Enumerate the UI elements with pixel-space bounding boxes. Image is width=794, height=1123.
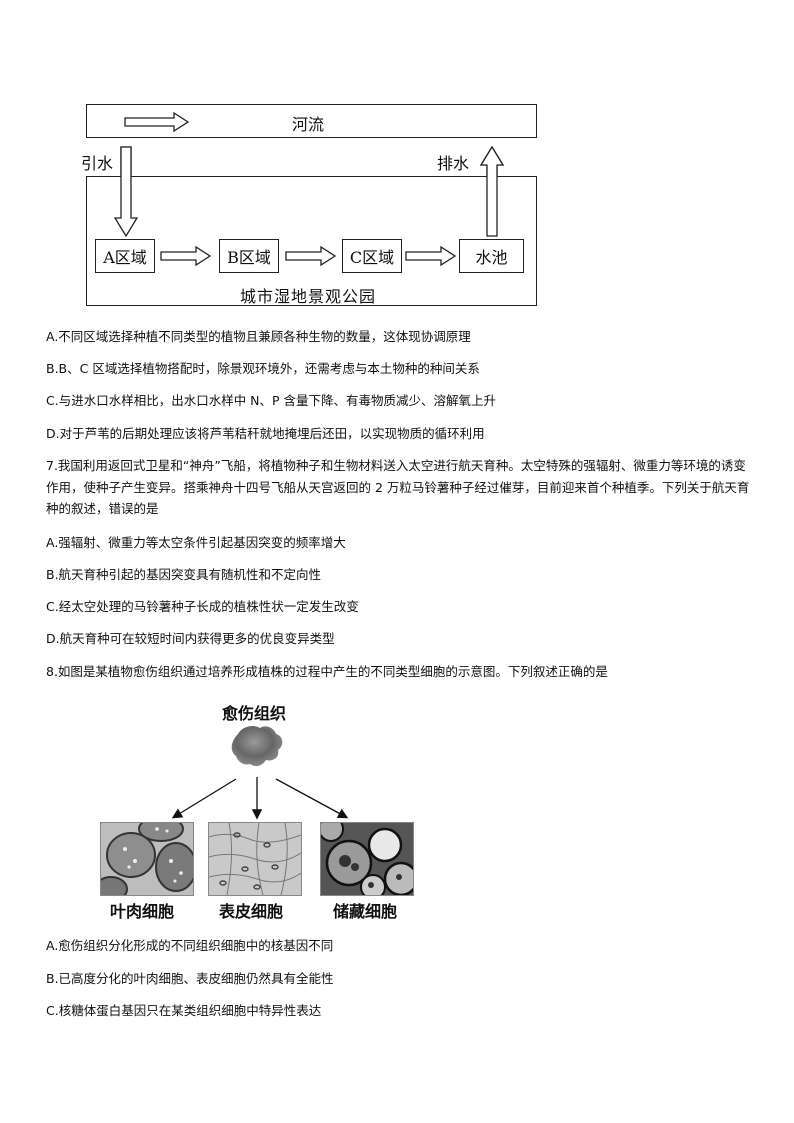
differentiation-arrows-icon xyxy=(171,777,349,820)
q6-option-a: A.不同区域选择种植不同类型的植物且兼顾各种生物的数量，这体现协调原理 xyxy=(46,329,471,344)
region-c-box: C区域 xyxy=(342,239,402,273)
flow-arrow-b-c-icon xyxy=(285,246,337,266)
q8-stem: 8.如图是某植物愈伤组织通过培养形成植株的过程中产生的不同类型细胞的示意图。下列… xyxy=(46,664,608,679)
flow-arrow-a-b-icon xyxy=(160,246,212,266)
river-label: 河流 xyxy=(292,115,325,134)
storage-cell-label: 储藏细胞 xyxy=(333,902,398,921)
q6-option-c: C.与进水口水样相比，出水口水样中 N、P 含量下降、有毒物质减少、溶解氧上升 xyxy=(46,393,497,408)
drain-arrow-overlay-icon xyxy=(480,145,504,237)
callus-tissue-image xyxy=(231,726,283,767)
q7-option-c: C.经太空处理的马铃薯种子长成的植株性状一定发生改变 xyxy=(46,599,359,614)
park-label: 城市湿地景观公园 xyxy=(240,287,377,306)
storage-cell-image xyxy=(320,822,414,896)
region-a-box: A区域 xyxy=(95,239,155,273)
q8-option-a: A.愈伤组织分化形成的不同组织细胞中的核基因不同 xyxy=(46,938,334,953)
drain-label: 排水 xyxy=(437,154,470,173)
q7-option-a: A.强辐射、微重力等太空条件引起基因突变的频率增大 xyxy=(46,535,346,550)
intake-label: 引水 xyxy=(81,154,114,173)
q7-option-b: B.航天育种引起的基因突变具有随机性和不定向性 xyxy=(46,567,322,582)
pond-box: 水池 xyxy=(459,239,524,273)
intake-arrow-overlay-icon xyxy=(114,146,138,238)
epidermal-cell-label: 表皮细胞 xyxy=(219,902,284,921)
mesophyll-cell-image xyxy=(100,822,194,896)
callus-label: 愈伤组织 xyxy=(222,704,287,723)
epidermal-cell-image xyxy=(208,822,302,896)
region-b-box: B区域 xyxy=(219,239,279,273)
q6-option-d: D.对于芦苇的后期处理应该将芦苇秸秆就地掩埋后还田，以实现物质的循环利用 xyxy=(46,426,485,441)
q7-stem: 7.我国利用返回式卫星和“神舟”飞船，将植物种子和生物材料送入太空进行航天育种。… xyxy=(46,458,750,516)
flow-arrow-c-pond-icon xyxy=(405,246,457,266)
river-flow-arrow-icon xyxy=(124,112,190,132)
q8-option-c: C.核糖体蛋白基因只在某类组织细胞中特异性表达 xyxy=(46,1003,322,1018)
q6-option-b: B.B、C 区域选择植物搭配时，除景观环境外，还需考虑与本土物种的种间关系 xyxy=(46,361,480,376)
q8-option-b: B.已高度分化的叶肉细胞、表皮细胞仍然具有全能性 xyxy=(46,971,334,986)
q7-option-d: D.航天育种可在较短时间内获得更多的优良变异类型 xyxy=(46,631,335,646)
mesophyll-cell-label: 叶肉细胞 xyxy=(110,902,175,921)
